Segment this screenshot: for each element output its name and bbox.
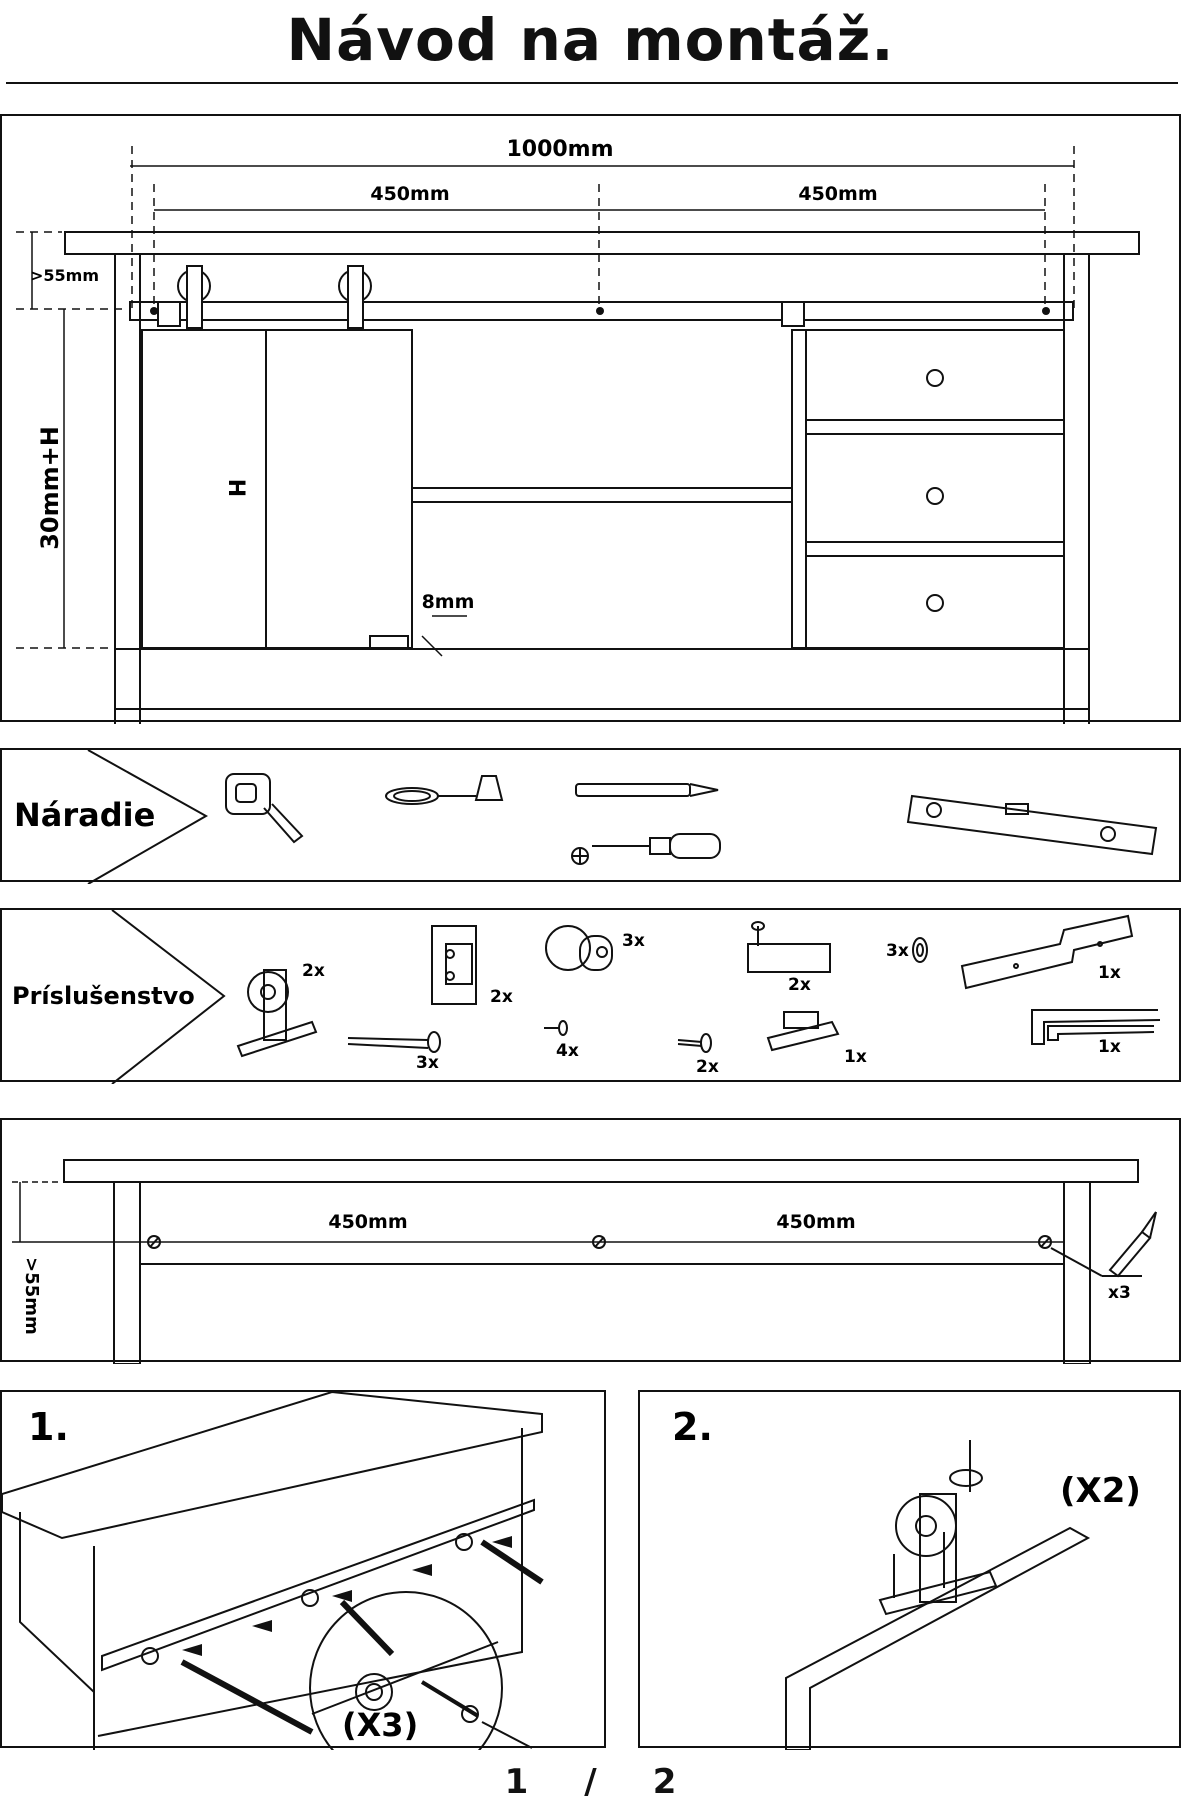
drawer-knob-1 xyxy=(926,369,944,387)
dim-door-height: H xyxy=(223,479,248,497)
accessories-label: Príslušenstvo xyxy=(12,982,195,1010)
divider xyxy=(791,329,807,649)
screw-qty: 2x xyxy=(696,1057,719,1077)
accessories-panel: Príslušenstvo xyxy=(0,908,1181,1084)
step1-countertop xyxy=(2,1392,543,1540)
long-bolt-icon xyxy=(347,1031,441,1053)
hanger-icon xyxy=(236,969,318,1058)
door-right xyxy=(265,329,413,649)
step2-panel: 2. (X2) xyxy=(638,1390,1181,1750)
overview-diagram: 1000mm 450mm 450mm >55mm 30mm+H H 8mm xyxy=(16,137,1140,724)
rail xyxy=(129,301,1074,321)
page-current: 1 xyxy=(504,1762,529,1802)
stopper-icon xyxy=(431,925,477,1005)
drawer-1 xyxy=(805,329,1065,421)
drawer-3 xyxy=(805,555,1065,649)
spacer-icon xyxy=(545,925,613,971)
hex-key-icon xyxy=(1031,1009,1161,1045)
detail-magnifier xyxy=(309,1591,503,1750)
drawer-knob-2 xyxy=(926,487,944,505)
marking-pencil-icon xyxy=(1108,1211,1157,1278)
step1-panel: 1. (X3) xyxy=(0,1390,606,1750)
measuring-tape-icon xyxy=(225,773,304,844)
rail-qty: 1x xyxy=(1098,963,1121,983)
floor-guide xyxy=(369,635,409,649)
cabinet-left-side xyxy=(114,253,141,724)
dim-spacing-left: 450mm xyxy=(370,183,449,205)
pagination: 1 / 2 xyxy=(0,1762,1181,1802)
anti-jump-qty: 2x xyxy=(788,975,811,995)
small-screw-qty: 4x xyxy=(556,1041,579,1061)
guide-qty: 1x xyxy=(844,1047,867,1067)
drawer-knob-3 xyxy=(926,594,944,612)
dim-top-gap: >55mm xyxy=(30,266,99,285)
page-total: 2 xyxy=(652,1762,677,1802)
washer-icon xyxy=(912,937,928,963)
pencil-icon xyxy=(575,783,719,797)
anti-jump-block-icon xyxy=(747,921,831,973)
step2-multiplier: (X2) xyxy=(1060,1471,1141,1511)
rail-icon xyxy=(960,914,1134,990)
dim-height: 30mm+H xyxy=(36,426,64,550)
overview-panel: 1000mm 450mm 450mm >55mm 30mm+H H 8mm xyxy=(0,114,1181,724)
step1-rail xyxy=(101,1498,535,1672)
hex-key-qty: 1x xyxy=(1098,1037,1121,1057)
marking-spacing-right: 450mm xyxy=(776,1211,855,1233)
stopper-middle xyxy=(781,301,805,327)
door-panel xyxy=(785,1526,1091,1750)
shelf xyxy=(411,487,793,503)
dim-spacing-right: 450mm xyxy=(798,183,877,205)
title-divider xyxy=(6,82,1178,84)
hanger-wheel-1 xyxy=(177,265,211,329)
countertop xyxy=(64,231,1140,255)
hanger-qty: 2x xyxy=(302,961,325,981)
dim-floor-gap: 8mm xyxy=(422,591,475,613)
hanger-assembly-icon xyxy=(878,1440,998,1616)
step1-multiplier: (X3) xyxy=(342,1706,418,1744)
marking-panel: 450mm 450mm >55mm x3 xyxy=(0,1118,1181,1364)
spacer-qty: 3x xyxy=(622,931,645,951)
dim-total-width: 1000mm xyxy=(506,137,613,162)
spirit-level-icon xyxy=(906,794,1158,856)
step1-number: 1. xyxy=(28,1405,69,1449)
cabinet-right-side xyxy=(1063,253,1090,724)
long-bolt-qty: 3x xyxy=(416,1053,439,1073)
marking-count: x3 xyxy=(1108,1283,1131,1303)
marking-spacing-left: 450mm xyxy=(328,1211,407,1233)
step2-number: 2. xyxy=(672,1405,713,1449)
chalk-line-icon xyxy=(385,775,504,805)
screwdriver-icon xyxy=(571,833,721,865)
washer-qty: 3x xyxy=(886,941,909,961)
page-title: Návod na montáž. xyxy=(286,6,895,74)
stopper-qty: 2x xyxy=(490,987,513,1007)
screw-icon xyxy=(677,1033,712,1053)
floor-guide-icon xyxy=(766,1011,840,1052)
cabinet-base xyxy=(114,648,1090,710)
marking-countertop xyxy=(63,1159,1139,1183)
tools-panel: Náradie xyxy=(0,748,1181,884)
tools-label: Náradie xyxy=(14,796,155,834)
page-separator: / xyxy=(584,1762,597,1802)
hanger-wheel-2 xyxy=(338,265,372,329)
marking-top-gap: >55mm xyxy=(21,1257,42,1335)
small-screw-icon xyxy=(544,1020,568,1036)
stopper-left xyxy=(157,301,181,327)
